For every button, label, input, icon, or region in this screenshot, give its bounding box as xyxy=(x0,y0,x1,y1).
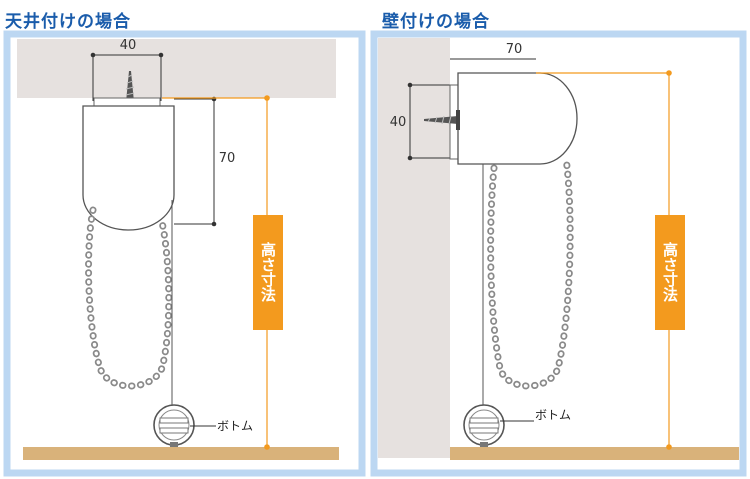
width-dimension: 70 xyxy=(450,42,536,60)
width-label: 70 xyxy=(506,42,523,57)
floor xyxy=(23,447,339,460)
wall-mount-heading: 壁付けの場合 xyxy=(382,12,490,32)
wall-mount-panel: 70 40 xyxy=(370,30,747,477)
bottom-weight xyxy=(463,404,505,447)
ceiling xyxy=(17,39,336,98)
depth-label: 70 xyxy=(219,151,236,166)
floor xyxy=(450,447,739,460)
bottom-label: ボトム xyxy=(535,408,571,422)
ceiling-mount-heading: 天井付けの場合 xyxy=(5,12,131,32)
height-dimension: 高さ寸法 xyxy=(536,70,685,450)
width-label: 40 xyxy=(120,38,137,53)
height-label: 高さ寸法 xyxy=(259,241,277,303)
roller-head xyxy=(82,97,175,231)
ceiling-mount-panel: 40 70 xyxy=(3,30,366,477)
panel-frame xyxy=(3,30,366,477)
bottom-label: ボトム xyxy=(217,419,253,433)
width-dimension: 40 xyxy=(90,38,164,101)
wall xyxy=(378,38,450,458)
screw-icon xyxy=(424,110,460,130)
height-dimension: 高さ寸法 xyxy=(162,95,283,450)
depth-label: 40 xyxy=(390,115,407,130)
bottom-weight xyxy=(153,404,195,447)
roller-head xyxy=(449,72,578,165)
height-label: 高さ寸法 xyxy=(661,241,679,303)
